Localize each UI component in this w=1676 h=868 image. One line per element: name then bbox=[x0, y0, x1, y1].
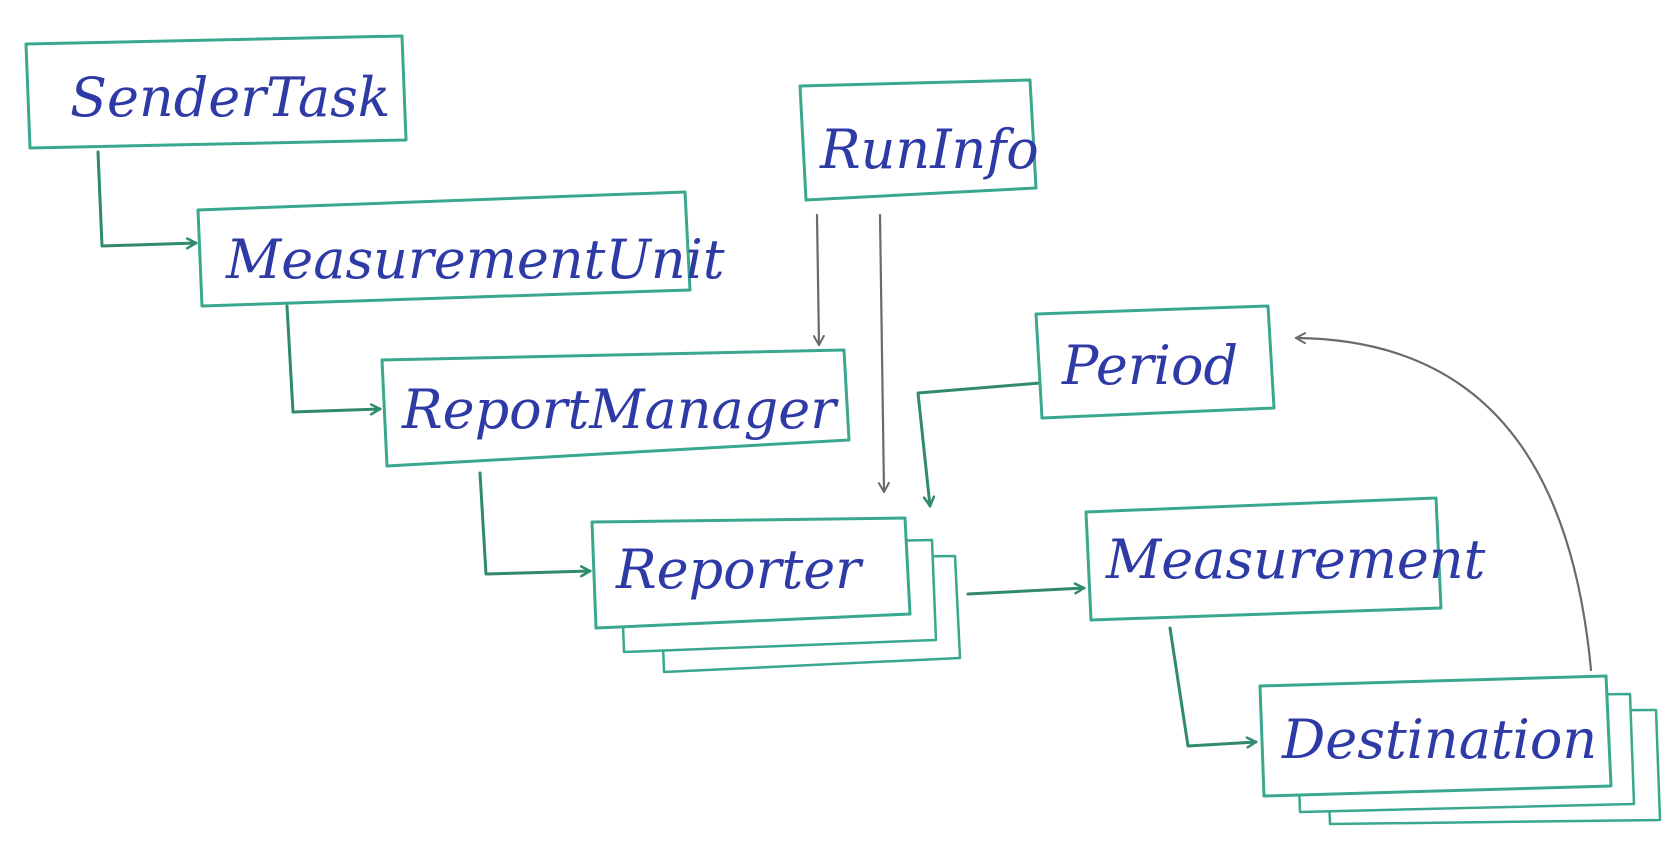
reporter-box-front bbox=[590, 516, 912, 630]
report-manager-label: ReportManager bbox=[401, 378, 839, 441]
node-sender-task: SenderTask bbox=[24, 34, 408, 150]
measurement-label: Measurement bbox=[1105, 528, 1486, 591]
node-destination: Destination bbox=[1258, 674, 1662, 826]
reporter-label: Reporter bbox=[615, 538, 864, 601]
connector-period-to-reporter bbox=[916, 381, 1042, 508]
destination-box-front bbox=[1258, 674, 1613, 798]
node-run-info: RunInfo bbox=[798, 78, 1039, 202]
sender-task-label: SenderTask bbox=[70, 66, 391, 129]
connector-reportmanager-to-reporter bbox=[478, 471, 592, 574]
connector-measurement-to-destination bbox=[1168, 626, 1258, 746]
connector-destination-to-period bbox=[1294, 332, 1593, 672]
connector-reporter-to-measurement bbox=[966, 588, 1086, 596]
measurement-unit-label: MeasurementUnit bbox=[225, 228, 725, 291]
connector-runinfo-to-reportmanager bbox=[812, 213, 825, 347]
run-info-label: RunInfo bbox=[819, 118, 1039, 181]
destination-label: Destination bbox=[1281, 708, 1597, 771]
node-measurement: Measurement bbox=[1084, 496, 1486, 622]
connector-measurementunit-to-reportmanager bbox=[285, 304, 382, 412]
period-label: Period bbox=[1061, 334, 1238, 397]
connector-runinfo-to-reporter bbox=[877, 213, 890, 494]
node-reporter: Reporter bbox=[590, 516, 962, 674]
node-measurement-unit: MeasurementUnit bbox=[196, 190, 725, 308]
node-period: Period bbox=[1034, 304, 1276, 420]
node-report-manager: ReportManager bbox=[380, 348, 851, 468]
connector-sendertask-to-measurementunit bbox=[96, 150, 198, 246]
